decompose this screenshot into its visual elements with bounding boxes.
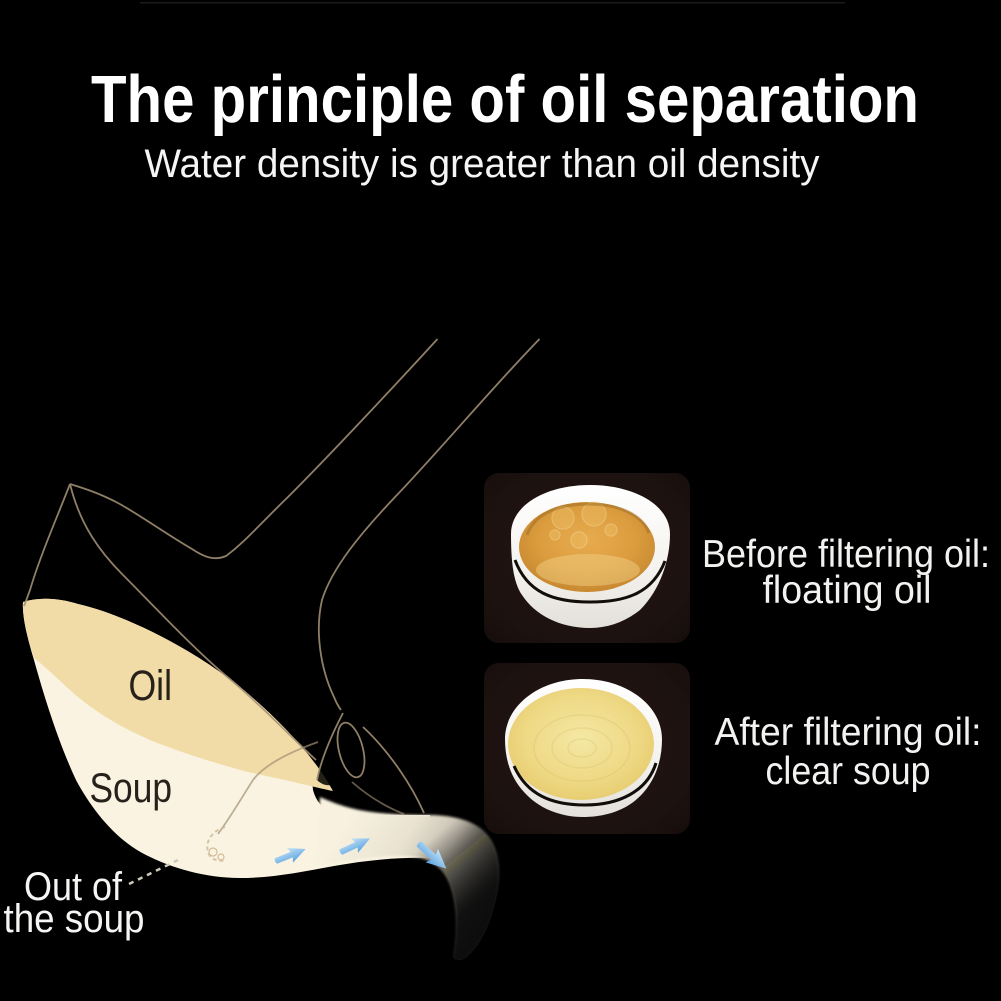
svg-text:Water density is greater than: Water density is greater than oil densit… [145,142,820,186]
svg-text:Oil: Oil [129,662,173,710]
svg-text:floating oil: floating oil [763,569,932,612]
svg-text:The principle of oil separatio: The principle of oil separation [91,62,919,137]
svg-text:After filtering oil:: After filtering oil: [715,711,982,754]
svg-text:Out of: Out of [24,865,123,909]
svg-text:Before filtering oil:: Before filtering oil: [702,533,990,576]
svg-text:the soup: the soup [4,897,145,941]
svg-text:Soup: Soup [90,764,173,811]
svg-text:clear soup: clear soup [766,750,931,793]
